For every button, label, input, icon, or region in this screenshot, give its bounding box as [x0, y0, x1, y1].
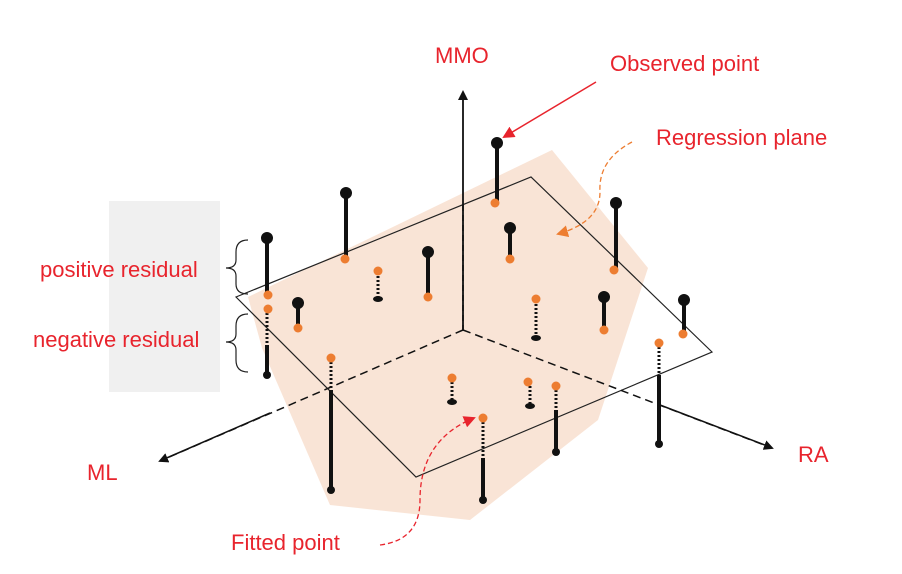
- observed-point: [263, 371, 271, 379]
- observed-point: [610, 197, 622, 209]
- observed-point: [678, 294, 690, 306]
- observed-point: [422, 246, 434, 258]
- observed-point: [655, 440, 663, 448]
- observed-point: [292, 297, 304, 309]
- regression-plane-label: Regression plane: [656, 125, 827, 150]
- brace-icon: [225, 239, 249, 295]
- observed-point: [261, 232, 273, 244]
- fitted-point: [340, 254, 350, 264]
- observed-point: [598, 291, 610, 303]
- observed-point: [552, 448, 560, 456]
- fitted-point: [599, 325, 609, 335]
- fitted-point: [523, 377, 533, 387]
- observed-point: [479, 496, 487, 504]
- negative-residuals: [263, 272, 663, 504]
- fitted-point: [373, 266, 383, 276]
- fitted-point: [490, 198, 500, 208]
- mmo-axis-label: MMO: [435, 43, 489, 68]
- observed-point-label: Observed point: [610, 51, 759, 76]
- fitted-point: [531, 294, 541, 304]
- fitted-point: [551, 381, 561, 391]
- observed-point: [340, 187, 352, 199]
- ra-axis-label: RA: [798, 442, 829, 467]
- fitted-points: [263, 198, 688, 423]
- observed-point: [525, 403, 535, 409]
- fitted-point: [447, 373, 457, 383]
- observed-point: [327, 486, 335, 494]
- fitted-point: [654, 338, 664, 348]
- regression-plane-fill: [248, 150, 648, 520]
- ml-axis-solid: [161, 412, 271, 461]
- positive-residual-label: positive residual: [40, 257, 198, 282]
- positive-residuals: [261, 137, 690, 334]
- brace-icon: [225, 313, 249, 373]
- fitted-point: [478, 413, 488, 423]
- residual-side-panel: [109, 201, 220, 392]
- fitted-point: [326, 353, 336, 363]
- ml-axis-label: ML: [87, 460, 118, 485]
- regression-plane-outline: [234, 176, 714, 478]
- observed-point-arrow: [502, 81, 597, 139]
- observed-point: [491, 137, 503, 149]
- negative-residual-label: negative residual: [33, 327, 199, 352]
- regression-plane-arrow: [556, 141, 633, 238]
- observed-point: [447, 399, 457, 405]
- fitted-point: [293, 323, 303, 333]
- fitted-point: [263, 290, 273, 300]
- fitted-point: [505, 254, 515, 264]
- fitted-point: [263, 304, 273, 314]
- fitted-point-label: Fitted point: [231, 530, 340, 555]
- observed-point: [531, 335, 541, 341]
- observed-point: [504, 222, 516, 234]
- fitted-point: [423, 292, 433, 302]
- ra-axis-solid: [659, 404, 771, 448]
- fitted-point: [609, 265, 619, 275]
- observed-point: [373, 296, 383, 302]
- fitted-point-arrow: [379, 416, 476, 546]
- fitted-point: [678, 329, 688, 339]
